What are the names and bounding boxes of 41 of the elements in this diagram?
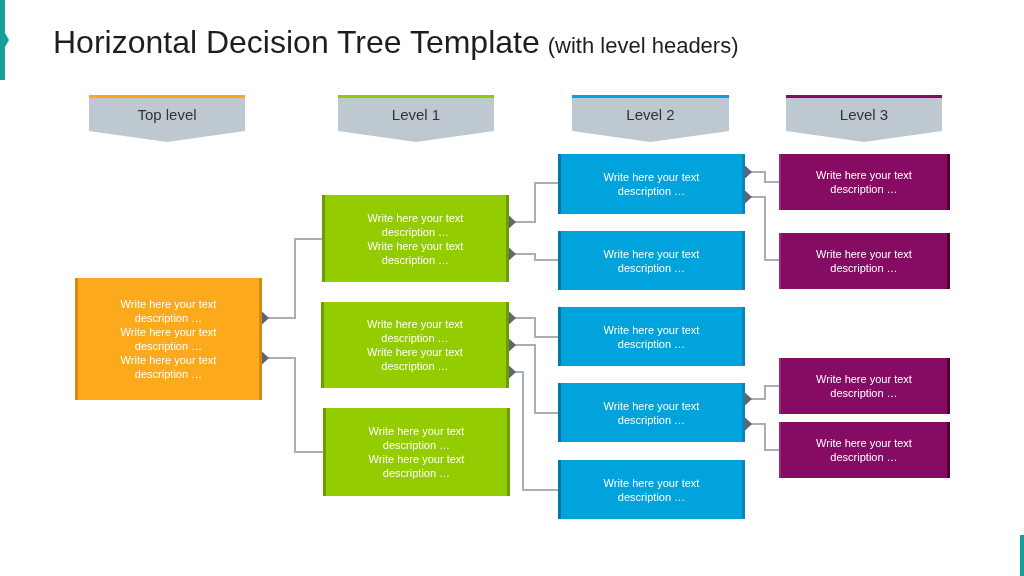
description-text: Write here your text description … [602,246,701,275]
description-text: Write here your text description … [366,210,465,239]
header-label: Level 1 [391,107,441,122]
description-text: Write here your text description … [815,168,913,196]
subtitle: (with level headers) [547,32,739,60]
description-text: Write here your text description … [367,424,466,452]
decision-card [75,278,262,400]
decision-card [323,408,510,496]
level-header [786,95,942,142]
description-text: Write here your text description … [367,452,466,480]
description-text: Write here your text description … [602,475,701,504]
description-text: Write here your text description … [366,317,464,345]
description-text: Write here your text description … [366,345,464,373]
decision-card [322,195,509,282]
decision-card [779,358,950,414]
description-text: Write here your text description … [119,353,218,381]
header-label: Top level [137,107,197,122]
description-text: Write here your text description … [119,325,218,353]
description-text: Write here your text description … [815,247,913,275]
decision-card [558,231,745,290]
decision-card [558,154,745,214]
description-text: Write here your text description … [602,170,701,198]
decision-card [779,154,950,210]
level-header [89,95,245,142]
description-text: Write here your text description … [815,436,913,464]
level-header [572,95,729,142]
decision-card [558,460,745,519]
description-text: Write here your text description … [602,322,701,351]
header-label: Level 2 [626,107,675,122]
description-text: Write here your text description … [119,297,218,325]
decision-card [321,302,509,388]
level-header [338,95,494,142]
description-text: Write here your text description … [815,372,913,400]
header-label: Level 3 [839,107,889,122]
decision-card [779,422,950,478]
description-text: Write here your text description … [366,238,465,267]
decision-card [558,307,745,366]
slide-title: Horizontal Decision Tree Template [53,23,540,62]
decision-card [558,383,745,442]
decision-card [779,233,950,289]
description-text: Write here your text description … [602,398,701,427]
